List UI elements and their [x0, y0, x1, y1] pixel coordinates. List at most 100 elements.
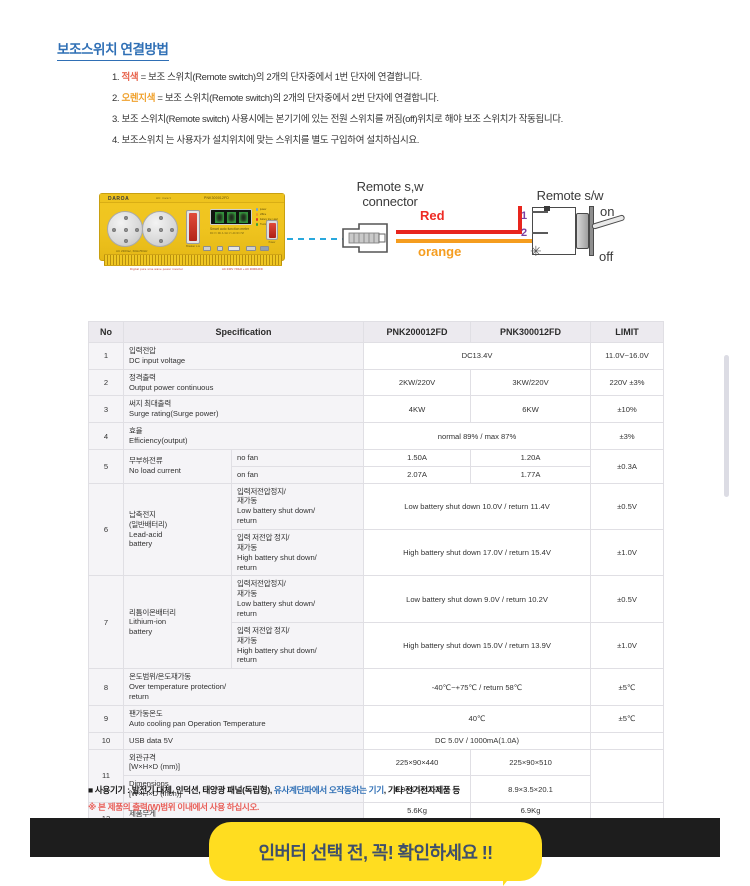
list-item-text: 보조 스위치(Remote switch) 사용시에는 본기기에 있는 전원 스…: [121, 113, 564, 125]
row-subspec: no fan: [230, 448, 365, 467]
spec-en: Efficiency(output): [129, 436, 188, 446]
footer-note-warning: ※ 본 제품의 출력(W)범위 이내에서 사용 하십시오.: [88, 802, 260, 812]
subspec-kr2: 재가동: [237, 542, 258, 552]
row-number: 10: [88, 731, 124, 750]
red-wire-label: Red: [420, 208, 445, 223]
column-header-limit: LIMIT: [590, 321, 665, 343]
subspec-kr: 입력 저전압 정지/: [237, 533, 290, 543]
row-number: 2: [88, 368, 124, 397]
table-row: 입력 저전압 정지/ 재가동 High battery shut down/ r…: [89, 621, 665, 670]
row-value-a: 2.07A: [363, 465, 472, 484]
column-header-specification: Specification: [122, 321, 365, 343]
table-row: 7 리튬이온배터리 Lithium-ion battery 입력저전압정지/ 재…: [88, 575, 665, 670]
spec-en: Lead-acid: [129, 529, 163, 539]
subspec-kr2: 재가동: [237, 496, 258, 506]
power-switch-face: [268, 222, 276, 238]
inverter-type-label: AC invert: [156, 196, 172, 200]
power-switch-label: Power: [268, 241, 276, 244]
row-number: 3: [88, 395, 124, 424]
outlet-hole: [112, 228, 116, 232]
row-value-merged: Low battery shut down 9.0V / return 10.2…: [363, 575, 592, 623]
specification-table: No Specification PNK200012FD PNK300012FD…: [88, 321, 665, 835]
list-item-keyword: 적색: [121, 72, 139, 83]
toggle-switch-collar: [576, 213, 589, 249]
list-item-number: 3.: [112, 113, 120, 125]
rj-connector-icon: [342, 223, 388, 253]
row-value-b: 6KW: [470, 395, 592, 424]
status-led-row: power: [256, 208, 282, 211]
spec-kr: 정격출력: [129, 372, 156, 382]
switch-on-label: on: [600, 204, 615, 219]
row-limit: ±10%: [590, 395, 665, 424]
usb-port: [246, 246, 256, 251]
spec-kr: 리튬이온배터리: [129, 607, 176, 617]
row-number: 7: [88, 575, 124, 670]
scrollbar-thumb[interactable]: [724, 355, 729, 497]
row-subspec: on fan: [230, 465, 365, 484]
row-number: 9: [88, 704, 124, 733]
table-row: on fan 2.07A 1.77A: [89, 465, 664, 484]
table-row: 1 입력전압 DC input voltage DC13.4V 11.0V~16…: [88, 342, 665, 370]
column-header-no: No: [88, 321, 124, 343]
led-label: Trunk: [259, 223, 266, 226]
spec-kr: 팬가동온도: [129, 708, 163, 718]
breaker-switch-label: Breaker s.w: [186, 245, 200, 248]
footer-note-usage-highlight: 유사계단파에서 오작동하는 기기: [273, 785, 384, 795]
outlet-hole: [170, 228, 174, 232]
row-spec: 납축전지 (일반배터리) Lead-acid battery: [123, 482, 232, 577]
row-spec: 써지 최대출력 Surge rating(Surge power): [122, 395, 365, 424]
row-value-a: 225×90×440: [363, 748, 472, 777]
row-limit: ±0.3A: [590, 448, 665, 484]
row-value-merged: normal 89% / max 87%: [363, 422, 592, 450]
instruction-list: 1. 적색 = 보조 스위치(Remote switch)의 2개의 단자중에서…: [112, 72, 712, 156]
spec-en: DC input voltage: [129, 355, 186, 365]
inverter-top-strip: [100, 194, 284, 203]
row-limit: 220V ±3%: [590, 368, 665, 397]
row-subspec: 입력저전압정지/ 재가동 Low battery shut down/ retu…: [230, 482, 365, 531]
status-led-group: power offline battery low / alert Trunk: [256, 208, 282, 228]
spec-kr: 외관규격: [129, 752, 156, 762]
led-label: power: [259, 208, 267, 211]
row-limit: ±5℃: [590, 704, 665, 733]
subspec-kr: 입력저전압정지/: [237, 486, 286, 496]
connector-label-line2: connector: [362, 193, 418, 209]
connector-label: Remote s,w connector: [330, 179, 450, 209]
table-row: 2 정격출력 Output power continuous 2KW/220V …: [88, 368, 665, 397]
row-limit: ±1.0V: [590, 621, 665, 670]
table-header-row: No Specification PNK200012FD PNK300012FD…: [88, 321, 665, 343]
display-digit: [226, 211, 236, 223]
table-row: 8 온도범위/온도재가동 Over temperature protection…: [88, 668, 665, 706]
row-limit: 11.0V~16.0V: [590, 342, 665, 370]
switch-off-label: off: [599, 249, 614, 264]
outlet-hole: [159, 216, 163, 220]
row-value-merged: High battery shut down 17.0V / return 15…: [363, 529, 592, 577]
row-spec: 효율 Efficiency(output): [122, 422, 365, 450]
subspec-kr2: 재가동: [237, 589, 258, 599]
list-item-text: = 보조 스위치(Remote switch)의 2개의 단자중에서 2번 단자…: [155, 92, 439, 104]
row-limit: ±1.0V: [590, 529, 665, 577]
dashed-connection-line: [287, 238, 345, 240]
row-spec: 무부하전류 No load current: [123, 448, 232, 484]
list-item-number: 2.: [112, 92, 120, 104]
spec-kr: 온도범위/온도재가동: [129, 672, 191, 682]
outlet-hole: [124, 239, 128, 243]
footer-note-usage-b: , 기타 전기전자제품 등: [383, 785, 461, 795]
spec-kr: 입력전압: [129, 346, 156, 355]
row-value-b: 8.9×3.5×20.1: [470, 775, 592, 803]
inverter-bottom-text: Digital pure sine wave power inverter: [130, 267, 184, 271]
row-value-merged: Low battery shut down 10.0V / return 11.…: [363, 482, 592, 531]
row-subspec: 입력저전압정지/ 재가동 Low battery shut down/ retu…: [230, 575, 365, 623]
spec-en2: battery: [129, 539, 153, 549]
list-item: 4. 보조스위치 는 사용자가 설치위치에 맞는 스위치를 별도 구입하여 설치…: [112, 135, 712, 146]
outlet-hole: [159, 239, 163, 243]
spec-kr: 써지 최대출력: [129, 399, 171, 409]
row-subspec: 입력 저전압 정지/ 재가동 High battery shut down/ r…: [230, 621, 365, 670]
ac-outlet-right: [142, 211, 178, 247]
ac-outlet-left: [107, 211, 143, 247]
led-label: battery low / alert: [259, 218, 278, 221]
spec-en: Auto cooling pan Operation Temperature: [129, 718, 266, 728]
spec-en: USB data 5V: [129, 735, 173, 745]
outlet-hole: [159, 228, 163, 232]
list-item-text: = 보조 스위치(Remote switch)의 2개의 단자중에서 1번 단자…: [138, 72, 423, 83]
footer-note-usage-a: ■ 사용기기 : 발전기 대체, 인덕션, 태양광 패널(독립형),: [88, 785, 274, 795]
